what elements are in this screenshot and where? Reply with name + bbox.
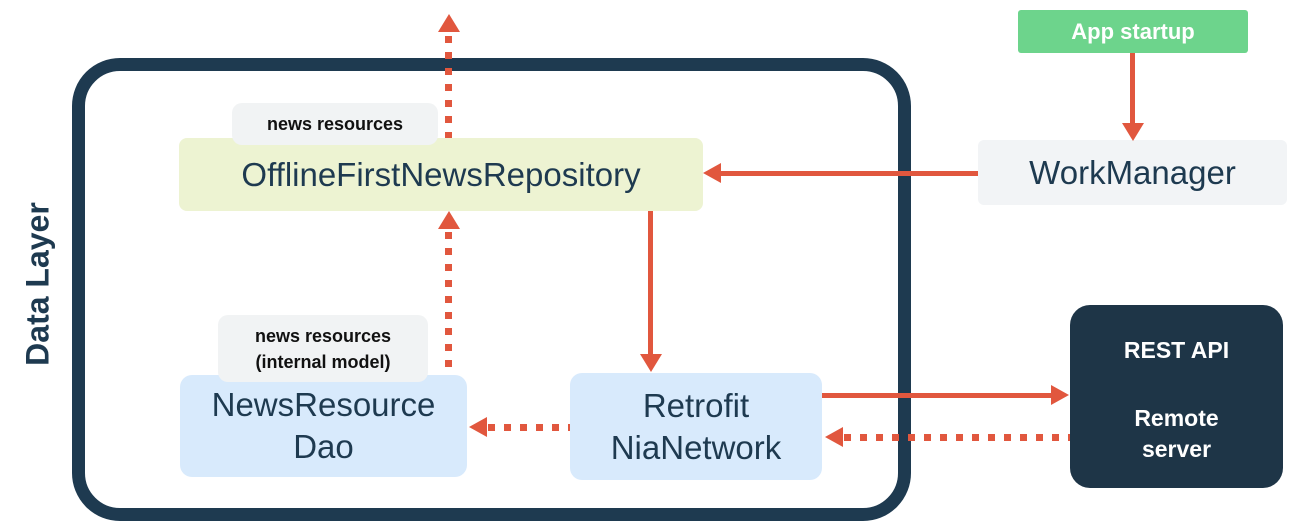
network-node: Retrofit NiaNetwork	[570, 373, 822, 480]
solid-line	[1130, 53, 1135, 125]
workmanager-label: WorkManager	[1029, 153, 1236, 191]
solid-line	[822, 393, 1052, 398]
solid-line	[648, 211, 653, 356]
data-layer-label: Data Layer	[19, 202, 56, 366]
dao-tag-line1: news resources	[254, 325, 392, 346]
arrowhead-left-icon	[469, 417, 487, 437]
dotted-line	[445, 36, 452, 138]
repository-tag: news resources	[232, 103, 438, 145]
arrowhead-right-icon	[1051, 385, 1069, 405]
arrowhead-left-icon	[825, 427, 843, 447]
app-startup-label: App startup	[1071, 18, 1195, 44]
network-label-line2: NiaNetwork	[610, 428, 782, 466]
workmanager-node: WorkManager	[978, 140, 1287, 205]
dotted-line	[488, 424, 570, 431]
dao-label-line1: NewsResource	[211, 386, 436, 423]
arrowhead-down-icon	[1122, 123, 1144, 141]
dotted-line	[445, 232, 452, 375]
dotted-line	[844, 434, 1070, 441]
arrowhead-up-icon	[438, 14, 460, 32]
repository-label: OfflineFirstNewsRepository	[241, 155, 641, 193]
repository-tag-label: news resources	[266, 114, 404, 134]
app-startup-node: App startup	[1018, 10, 1248, 53]
dao-label-line2: Dao	[293, 428, 354, 465]
remote-server-node: REST API Remote server	[1070, 305, 1283, 488]
arrowhead-left-icon	[703, 163, 721, 183]
network-label-line1: Retrofit	[642, 386, 750, 424]
solid-line	[716, 171, 978, 176]
arrowhead-down-icon	[640, 354, 662, 372]
remote-server-line2: server	[1141, 436, 1212, 462]
repository-node: OfflineFirstNewsRepository	[179, 138, 703, 211]
dao-node: NewsResource Dao	[180, 375, 467, 477]
remote-server-title: REST API	[1123, 337, 1230, 363]
remote-server-line1: Remote	[1134, 405, 1219, 431]
dao-tag-line2: (internal model)	[255, 351, 391, 372]
arrowhead-up-icon	[438, 211, 460, 229]
dao-tag: news resources (internal model)	[218, 315, 428, 382]
